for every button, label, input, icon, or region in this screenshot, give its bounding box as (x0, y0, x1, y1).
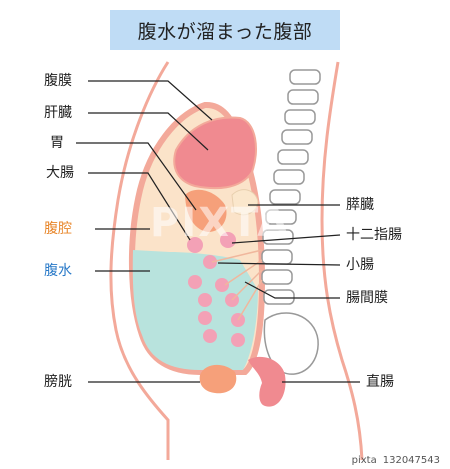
label-daicho: 大腸 (46, 165, 74, 181)
pancreas (231, 189, 259, 216)
label-kanzo: 肝臓 (44, 105, 72, 121)
label-fukusui: 腹水 (44, 263, 72, 279)
leader-i (76, 142, 197, 211)
ascites-fluid (132, 250, 258, 370)
leader-shocho (217, 262, 341, 266)
title-banner: 腹水が溜まった腹部 (110, 10, 340, 50)
label-fukumaku: 腹膜 (44, 73, 72, 89)
stomach (185, 189, 227, 232)
leader-chokanmaku (244, 281, 340, 299)
label-shocho: 小腸 (346, 257, 374, 273)
spine (261, 69, 321, 305)
label-junishichou: 十二指腸 (346, 227, 402, 243)
back-outline (320, 61, 364, 461)
body-outline (109, 61, 170, 460)
leader-daicho (88, 172, 191, 241)
leader-fukumaku (88, 80, 213, 121)
label-chokucho: 直腸 (366, 374, 394, 390)
label-suizo: 膵臓 (346, 197, 374, 213)
leader-junishichou (231, 234, 341, 244)
page-title: 腹水が溜まった腹部 (137, 20, 313, 43)
footer-brand: pixta (351, 454, 377, 466)
leader-kanzo (88, 112, 209, 151)
label-chokanmaku: 腸間膜 (346, 290, 388, 306)
footer-id: 132047543 (382, 454, 440, 466)
mesentery (211, 249, 263, 321)
bladder (199, 364, 237, 394)
liver (173, 116, 257, 190)
label-fukuku: 腹腔 (44, 221, 72, 237)
label-i: 胃 (50, 135, 64, 151)
label-boko: 膀胱 (44, 374, 72, 390)
footer: pixta 132047543 (0, 451, 450, 469)
watermark: PIXTA (150, 200, 291, 246)
rectum (248, 356, 286, 407)
pelvis (263, 312, 319, 375)
